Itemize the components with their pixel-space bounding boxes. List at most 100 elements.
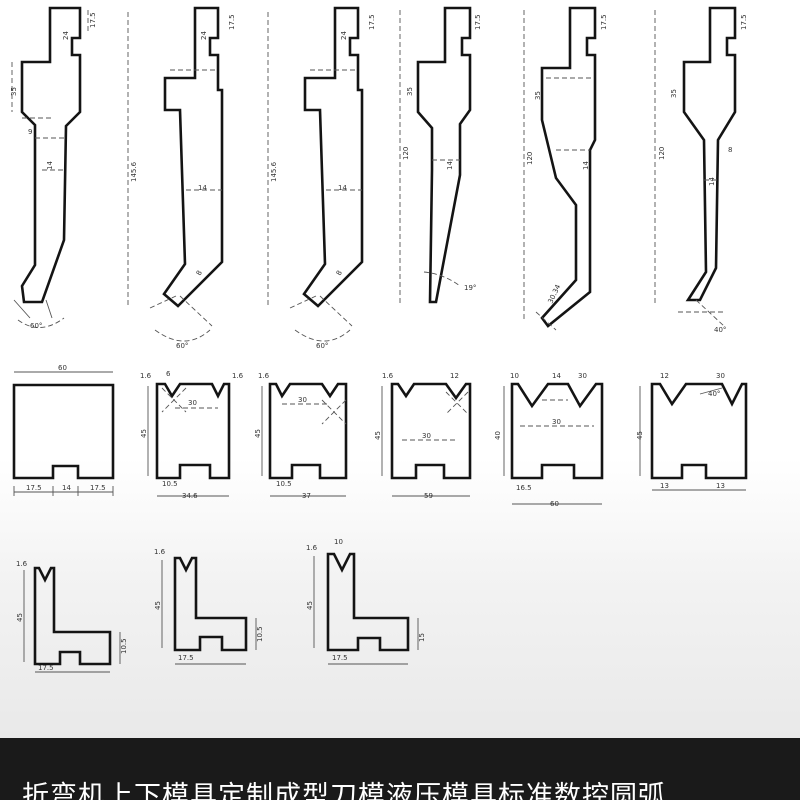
- upper-tool-4-dim-2: 120: [402, 147, 410, 160]
- upper-tool-4-angle: 19°: [464, 284, 476, 292]
- lower-die-6: 12 30 40° 45 13 13: [636, 372, 748, 491]
- lower-die-2-dim-4: 45: [140, 429, 148, 438]
- lower-die-1: 60 17.5 14 17.5: [12, 364, 115, 496]
- corner-die-1: 1.6 45 10.5 17.5: [16, 560, 128, 673]
- lower-die-6-dim-5: 13: [716, 482, 725, 490]
- upper-tool-1-angle: 60°: [30, 322, 42, 330]
- upper-tool-6-dim-3: 14: [708, 177, 716, 186]
- lower-die-6-dim-2: 40°: [708, 390, 720, 398]
- lower-die-6-dim-3: 45: [636, 431, 644, 440]
- caption-bar: 折弯机上下模具定制成型刀模液压模具标准数控圆弧: [0, 738, 800, 800]
- lower-die-4-dim-1: 12: [450, 372, 459, 380]
- corner-die-3-dim-3: 15: [418, 633, 426, 642]
- upper-tool-3-dim-4: 8: [335, 269, 344, 277]
- lower-die-1-dim-3: 17.5: [90, 484, 106, 492]
- upper-tool-3-dim-1: 24: [340, 31, 348, 40]
- lower-die-2-dim-0: 1.6: [140, 372, 152, 380]
- upper-tool-2-angle: 60°: [176, 342, 188, 350]
- upper-tool-2-dim-0: 17.5: [228, 14, 236, 30]
- upper-tool-2-dim-4: 8: [195, 269, 204, 277]
- corner-die-1-dim-3: 17.5: [38, 664, 54, 672]
- lower-die-2-dim-6: 34.6: [182, 492, 198, 500]
- lower-die-5-dim-1: 14: [552, 372, 561, 380]
- upper-tool-6-dim-1: 35: [670, 89, 678, 98]
- corner-die-3: 1.6 10 45 15 17.5: [306, 538, 426, 665]
- lower-die-4-dim-2: 30: [422, 432, 431, 440]
- lower-die-3-dim-1: 30: [298, 396, 307, 404]
- upper-tool-4-dim-1: 35: [406, 87, 414, 96]
- corner-die-1-dim-2: 10.5: [120, 638, 128, 654]
- upper-tool-3-dim-2: 145.6: [270, 161, 278, 182]
- upper-tool-3-dim-0: 17.5: [368, 14, 376, 30]
- upper-tool-3-dim-3: 14: [338, 184, 347, 192]
- upper-tool-1-dim-2: 35: [10, 87, 18, 96]
- upper-tool-2-dim-1: 24: [200, 31, 208, 40]
- corner-die-3-dim-2: 45: [306, 601, 314, 610]
- corner-die-1-dim-0: 1.6: [16, 560, 28, 568]
- lower-die-1-dim-2: 14: [62, 484, 71, 492]
- lower-die-3-dim-2: 45: [254, 429, 262, 438]
- lower-die-4: 1.6 12 30 45 59: [374, 372, 472, 500]
- lower-die-6-dim-4: 13: [660, 482, 669, 490]
- lower-die-3-dim-3: 10.5: [276, 480, 292, 488]
- lower-die-5: 10 14 30 30 40 16.5 60: [494, 372, 604, 508]
- upper-tool-3-angle: 60°: [316, 342, 328, 350]
- corner-die-3-dim-0: 1.6: [306, 544, 318, 552]
- upper-tool-1: 17.5 24 35 14 9 60°: [10, 6, 97, 330]
- upper-tool-4-dim-3: 14: [446, 161, 454, 170]
- upper-tool-3: 17.5 24 145.6 14 8 60°: [267, 6, 376, 350]
- lower-die-3: 1.6 30 45 10.5 37: [254, 372, 348, 500]
- upper-tool-6-dim-4: 8: [728, 146, 732, 154]
- lower-die-6-dim-0: 12: [660, 372, 669, 380]
- upper-tool-5-dim-4: 30.34: [547, 283, 563, 305]
- lower-die-2-dim-1: 6: [166, 370, 171, 378]
- lower-die-4-dim-4: 59: [424, 492, 433, 500]
- upper-tool-4: 17.5 35 120 14 19°: [399, 6, 482, 305]
- die-drawings-svg: 17.5 24 35 14 9 60° 17.5 24 145.6 14 8 6…: [10, 6, 748, 673]
- lower-die-6-dim-1: 30: [716, 372, 725, 380]
- caption-text: 折弯机上下模具定制成型刀模液压模具标准数控圆弧: [22, 781, 666, 800]
- corner-die-3-dim-1: 10: [334, 538, 343, 546]
- lower-die-5-dim-0: 10: [510, 372, 519, 380]
- lower-die-1-dim-0: 60: [58, 364, 67, 372]
- upper-tool-2: 17.5 24 145.6 14 8 60°: [127, 6, 236, 350]
- lower-die-3-dim-4: 37: [302, 492, 311, 500]
- upper-tool-2-dim-3: 14: [198, 184, 207, 192]
- corner-die-2-dim-3: 17.5: [178, 654, 194, 662]
- upper-tool-5-dim-1: 35: [534, 91, 542, 100]
- lower-die-2-dim-3: 1.6: [232, 372, 244, 380]
- upper-tool-5-dim-2: 120: [526, 152, 534, 165]
- lower-die-2-dim-2: 30: [188, 399, 197, 407]
- technical-drawing-sheet: 17.5 24 35 14 9 60° 17.5 24 145.6 14 8 6…: [0, 0, 800, 738]
- corner-die-3-dim-4: 17.5: [332, 654, 348, 662]
- upper-tool-6: 17.5 35 120 14 8 40°: [654, 6, 748, 334]
- upper-tool-1-dim-4: 9: [28, 128, 32, 136]
- lower-die-4-dim-0: 1.6: [382, 372, 394, 380]
- upper-tool-6-dim-0: 17.5: [740, 14, 748, 30]
- upper-tool-2-dim-2: 145.6: [130, 161, 138, 182]
- lower-die-5-dim-2: 30: [578, 372, 587, 380]
- lower-die-5-dim-4: 40: [494, 431, 502, 440]
- lower-die-2: 1.6 6 30 1.6 45 10.5 34.6: [140, 370, 244, 500]
- upper-tool-5-dim-3: 14: [582, 161, 590, 170]
- corner-die-2: 1.6 45 10.5 17.5: [154, 548, 264, 665]
- corner-die-2-dim-2: 10.5: [256, 626, 264, 642]
- upper-tool-6-dim-2: 120: [658, 147, 666, 160]
- lower-die-5-dim-5: 16.5: [516, 484, 532, 492]
- corner-die-2-dim-0: 1.6: [154, 548, 166, 556]
- lower-die-5-dim-3: 30: [552, 418, 561, 426]
- corner-die-1-dim-1: 45: [16, 613, 24, 622]
- upper-tool-6-angle: 40°: [714, 326, 726, 334]
- upper-tool-5-dim-0: 17.5: [600, 14, 608, 30]
- lower-die-2-dim-5: 10.5: [162, 480, 178, 488]
- upper-tool-1-dim-3: 14: [46, 161, 54, 170]
- lower-die-4-dim-3: 45: [374, 431, 382, 440]
- corner-die-2-dim-1: 45: [154, 601, 162, 610]
- upper-tool-1-dim-1: 24: [62, 31, 70, 40]
- lower-die-3-dim-0: 1.6: [258, 372, 270, 380]
- upper-tool-4-dim-0: 17.5: [474, 14, 482, 30]
- upper-tool-1-dim-0: 17.5: [89, 12, 97, 28]
- lower-die-5-dim-6: 60: [550, 500, 559, 508]
- upper-tool-5: 17.5 35 120 14 30.34: [523, 6, 608, 331]
- lower-die-1-dim-1: 17.5: [26, 484, 42, 492]
